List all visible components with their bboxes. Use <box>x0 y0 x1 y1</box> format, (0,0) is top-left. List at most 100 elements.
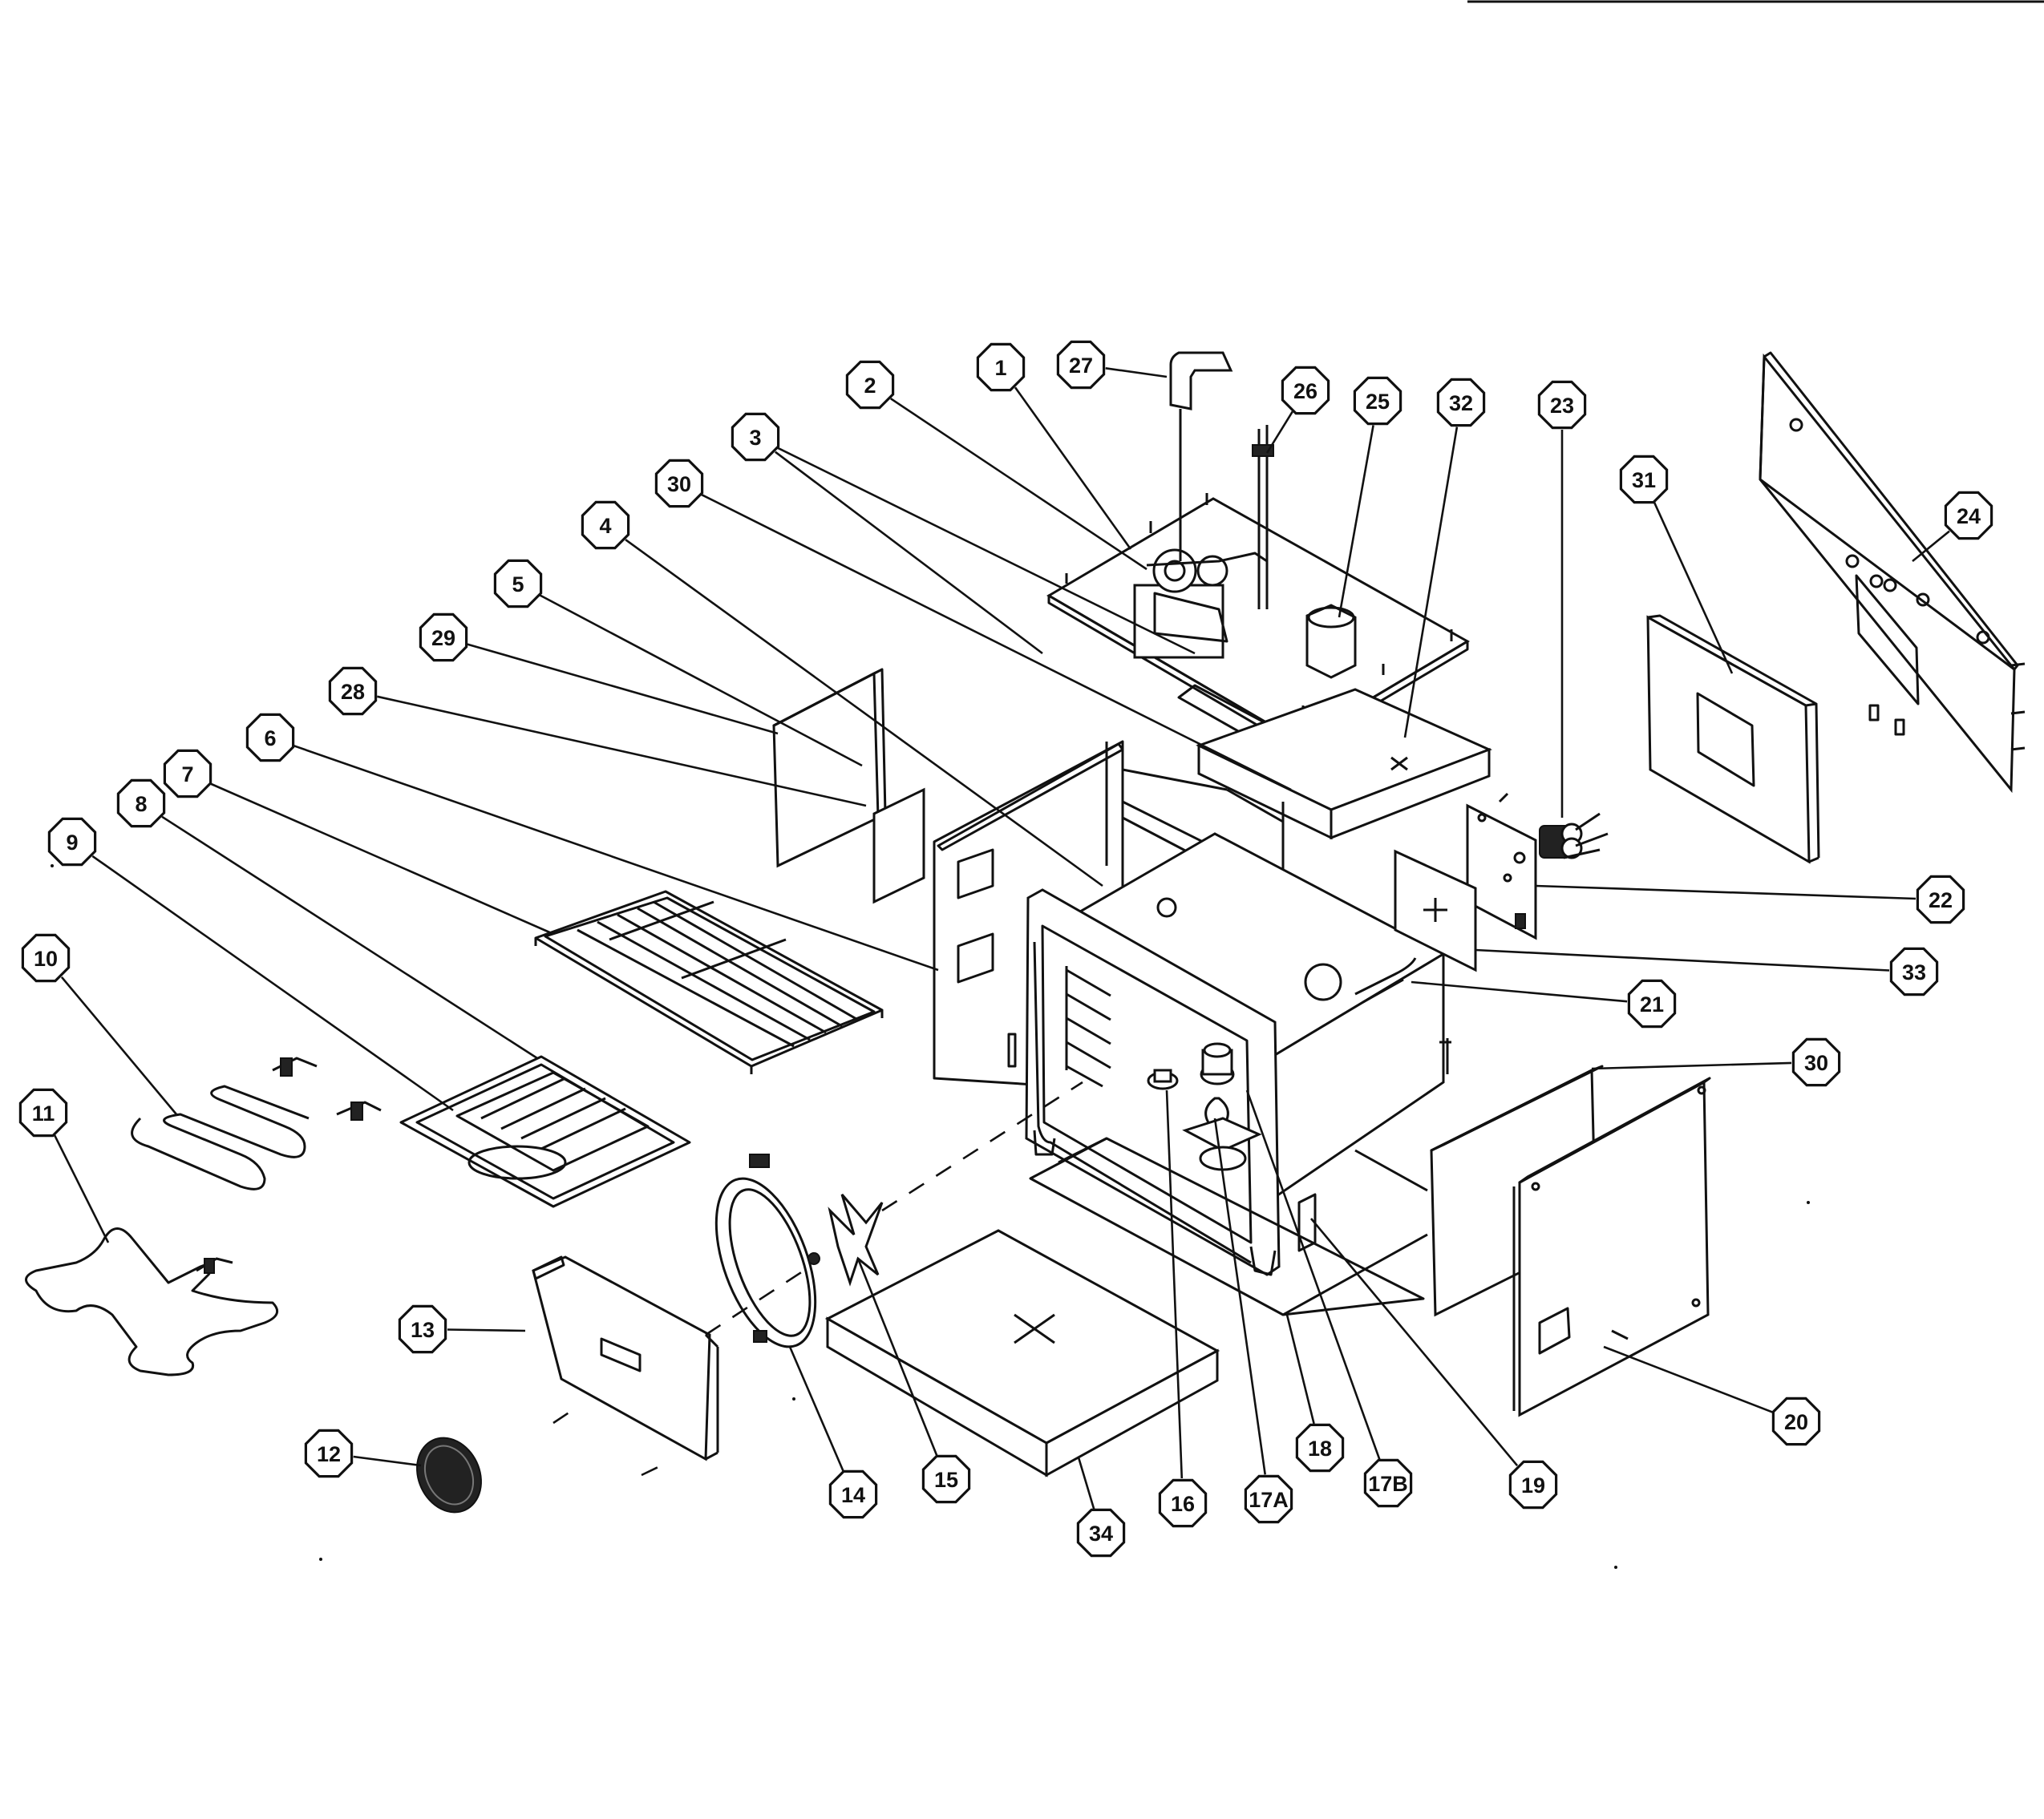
leader-line-c17b <box>1245 1089 1381 1461</box>
callout-c17a: 17A <box>1244 1474 1293 1524</box>
part-oven-cavity <box>1025 832 1451 1276</box>
callout-octagon <box>1244 1474 1293 1524</box>
leader-line-c25 <box>1338 425 1374 618</box>
leader-line-c16 <box>1165 1089 1184 1479</box>
callout-c12: 12 <box>304 1429 354 1478</box>
leader-line-c34 <box>1077 1457 1095 1510</box>
callout-octagon <box>1771 1397 1821 1446</box>
leader-line-c18 <box>1285 1314 1315 1425</box>
callout-label: 32 <box>1449 391 1473 415</box>
callout-label: 5 <box>512 572 524 596</box>
callout-octagon <box>1295 1423 1345 1473</box>
part-fan-cover <box>532 1255 719 1461</box>
callout-c27: 27 <box>1056 340 1106 390</box>
leader-line-c21 <box>1411 980 1628 1003</box>
callout-c15: 15 <box>921 1454 971 1504</box>
leader-line-c11 <box>53 1134 110 1243</box>
leader-line-c33 <box>1475 948 1890 972</box>
callout-octagon <box>654 459 704 508</box>
part-fan-ring <box>714 1154 817 1348</box>
callout-label: 20 <box>1784 1410 1808 1434</box>
leader-line-c30a <box>701 493 1292 791</box>
callout-c18: 18 <box>1295 1423 1345 1473</box>
assembly-dashed-lines <box>552 1081 1083 1477</box>
callout-octagon <box>21 933 71 983</box>
leader-line-c32 <box>1403 426 1459 738</box>
callout-c19: 19 <box>1508 1460 1558 1510</box>
part-lamp-assembly <box>1147 1042 1262 1171</box>
callout-octagon <box>163 749 212 798</box>
callout-c30b: 30 <box>1791 1037 1841 1087</box>
callout-octagon <box>1944 491 1993 540</box>
callout-label: 14 <box>841 1483 865 1507</box>
callout-c9: 9 <box>47 817 97 867</box>
callout-label: 33 <box>1902 960 1926 984</box>
callout-c10: 10 <box>21 933 71 983</box>
part-bake-element <box>131 1057 382 1190</box>
callout-octagon <box>398 1304 447 1354</box>
leader-lines <box>53 367 1950 1510</box>
callout-label: 16 <box>1171 1492 1195 1516</box>
callout-label: 4 <box>599 514 611 538</box>
callout-octagon <box>1791 1037 1841 1087</box>
callout-c1: 1 <box>976 342 1026 392</box>
callout-label: 29 <box>431 626 455 650</box>
callout-c31: 31 <box>1619 455 1669 504</box>
callout-label: 26 <box>1293 379 1317 403</box>
callout-label: 34 <box>1089 1522 1113 1546</box>
callout-label: 7 <box>181 762 193 786</box>
leader-line-c9 <box>91 855 454 1112</box>
part-broiler-pan <box>399 1055 691 1208</box>
callout-c34: 34 <box>1076 1508 1126 1558</box>
part-bottom-insulation <box>824 1229 1220 1477</box>
part-rear-insulation <box>1646 614 1820 864</box>
callout-octagon <box>731 412 780 462</box>
callout-label: 31 <box>1632 468 1656 492</box>
callout-octagon <box>1281 366 1330 415</box>
callout-c5: 5 <box>493 559 543 608</box>
leader-line-c5 <box>539 594 863 767</box>
callout-c17b: 17B <box>1363 1458 1413 1508</box>
callout-octagon <box>1076 1508 1126 1558</box>
callout-octagon <box>304 1429 354 1478</box>
part-right-side-panel <box>1512 1077 1711 1417</box>
callout-label: 23 <box>1550 394 1574 418</box>
callout-octagon <box>493 559 543 608</box>
callout-label: 2 <box>864 374 876 398</box>
callout-c30a: 30 <box>654 459 704 508</box>
callout-c20: 20 <box>1771 1397 1821 1446</box>
callout-octagon <box>845 360 895 410</box>
leader-line-c17a <box>1213 1118 1266 1475</box>
callout-label: 17A <box>1249 1488 1289 1512</box>
leader-line-c31 <box>1653 501 1734 674</box>
leader-line-c28 <box>377 695 867 807</box>
leader-line-c3 <box>777 447 1196 655</box>
part-side-panel <box>772 668 925 904</box>
leader-line-c6 <box>293 744 939 972</box>
callout-label: 30 <box>1804 1051 1828 1075</box>
callout-octagon <box>328 666 378 716</box>
callout-c13: 13 <box>398 1304 447 1354</box>
callout-c6: 6 <box>245 713 295 762</box>
part-top-panel <box>1046 351 1470 767</box>
callout-c11: 11 <box>18 1088 68 1138</box>
callout-octagon <box>116 778 166 828</box>
callout-c8: 8 <box>116 778 166 828</box>
callout-label: 11 <box>32 1102 55 1126</box>
leader-line-c1 <box>1014 386 1132 550</box>
leader-line-c30b <box>1591 1061 1792 1070</box>
leader-line-c8 <box>161 815 538 1060</box>
leader-line-c22 <box>1535 884 1917 900</box>
callout-label: 25 <box>1366 390 1390 414</box>
leader-line-c4 <box>625 539 1103 887</box>
callout-c2: 2 <box>845 360 895 410</box>
callout-octagon <box>581 500 630 550</box>
callout-c23: 23 <box>1537 380 1587 430</box>
callout-octagon <box>976 342 1026 392</box>
leader-line-c26 <box>1265 410 1293 454</box>
leader-line-c7 <box>209 782 554 936</box>
callout-label: 19 <box>1521 1473 1545 1498</box>
callout-octagon <box>1436 378 1486 427</box>
callout-label: 10 <box>34 947 58 971</box>
